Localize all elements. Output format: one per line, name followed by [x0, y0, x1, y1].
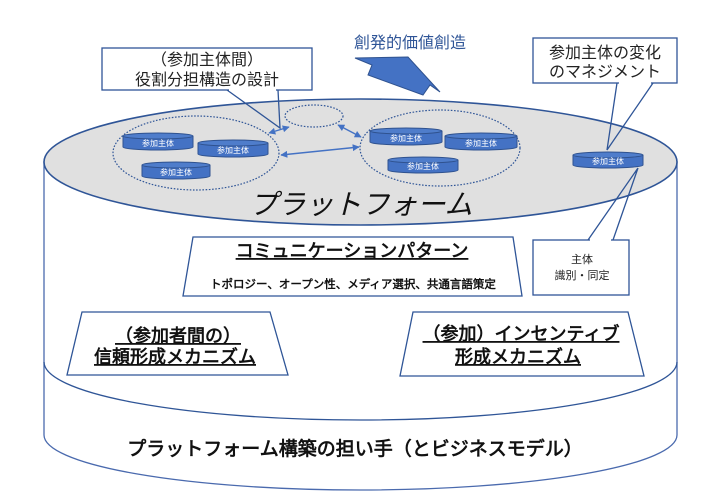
participant-label: 参加主体 [390, 133, 422, 143]
incentive-mechanism-line1: （参加）インセンティブ [423, 323, 620, 345]
trust-mechanism-box: （参加者間の） 信頼形成メカニズム [66, 311, 289, 376]
communication-pattern-box: コミュニケーションパターン トポロジー、オープン性、メディア選択、共通言語策定 [182, 236, 523, 297]
participant-cylinder: 参加主体 [141, 161, 211, 180]
participant-cylinder: 参加主体 [387, 156, 459, 174]
connection-arrow [280, 144, 360, 158]
trust-mechanism-line1: （参加者間の） [115, 325, 241, 347]
participant-label: 参加主体 [592, 156, 624, 166]
callout-role-design-line2: 役割分担構造の設計 [135, 70, 279, 89]
callout-role-design: （参加主体間） 役割分担構造の設計 [101, 47, 313, 130]
incentive-mechanism-line2: 形成メカニズム [455, 346, 581, 368]
communication-pattern-detail: トポロジー、オープン性、メディア選択、共通言語策定 [210, 277, 496, 291]
participant-label: 参加主体 [465, 138, 497, 148]
platform-builder-label: プラットフォーム構築の担い手（とビジネスモデル） [127, 437, 582, 460]
platform-surface [43, 98, 678, 226]
participant-cylinder: 参加主体 [444, 132, 518, 151]
callout-role-design-line1: （参加主体間） [151, 50, 263, 69]
trust-mechanism-line2: 信頼形成メカニズム [94, 346, 256, 368]
coordination-node [284, 104, 344, 128]
callout-identification-line2: 識別・同定 [555, 268, 610, 282]
callout-participant-change-line2: のマネジメント [549, 62, 661, 81]
communication-pattern-title: コミュニケーションパターン [236, 241, 469, 262]
participant-cylinder: 参加主体 [369, 127, 443, 146]
participant-cylinder: 参加主体 [122, 132, 194, 151]
callout-participant-change: 参加主体の変化 のマネジメント [532, 37, 678, 151]
callout-identification-line1: 主体 [571, 252, 593, 266]
layer-divider-arc [43, 361, 678, 421]
participant-label: 参加主体 [160, 167, 192, 177]
left-cluster-boundary [112, 115, 280, 191]
incentive-mechanism-box: （参加）インセンティブ 形成メカニズム [399, 311, 645, 377]
participant-cylinder: 参加主体 [197, 139, 269, 158]
standalone-participant-cylinder: 参加主体 [572, 151, 644, 169]
connection-arrow [268, 125, 290, 135]
value-creation-arrow-icon [354, 56, 441, 96]
right-cluster-boundary [359, 109, 521, 187]
platform-label: プラットフォーム [249, 188, 472, 221]
callout-participant-change-line1: 参加主体の変化 [549, 43, 661, 62]
participant-label: 参加主体 [217, 145, 249, 155]
callout-identification: 主体 識別・同定 [532, 167, 639, 296]
connection-arrow [337, 124, 362, 138]
participant-label: 参加主体 [407, 161, 439, 171]
participant-label: 参加主体 [142, 138, 174, 148]
value-creation-label: 創発的価値創造 [354, 33, 466, 52]
